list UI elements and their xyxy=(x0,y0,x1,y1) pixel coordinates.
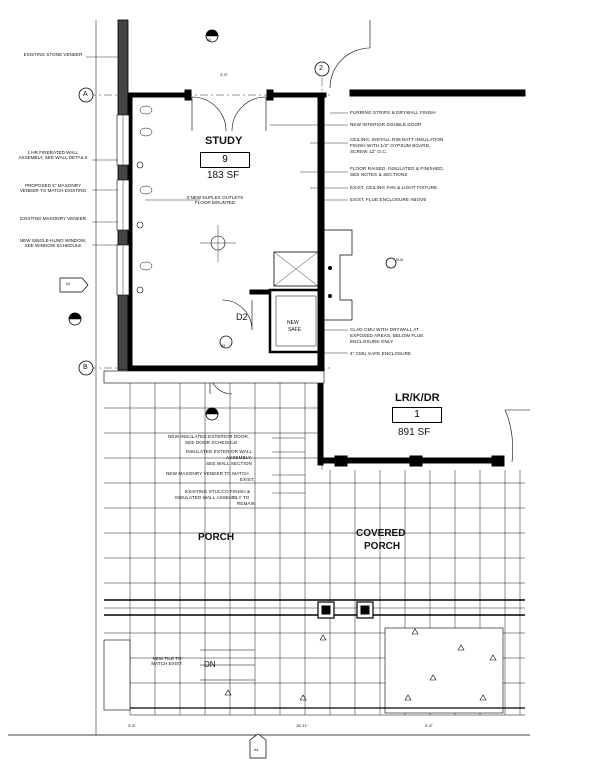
dim-1: 3'-6" xyxy=(128,723,136,728)
note-firerated: 1 HR FIRERATED WALL ASSEMBLY, SEE WALL D… xyxy=(18,150,88,161)
note-porch-wall-2: ASSEMBLY, xyxy=(226,455,253,460)
note-masonry-proposed: PROPOSED 5" MASONRY VENEER TO MATCH EXIS… xyxy=(19,183,87,194)
note-safe-1: CLAD CMU WITH DRYWALL AT xyxy=(350,327,420,332)
note-masonry-new-2: EXIST. xyxy=(240,477,255,482)
note-stucco-1: EXISTING STUCCO FINISH & xyxy=(185,489,251,494)
grid-label-b: B xyxy=(83,364,88,371)
east-arc xyxy=(504,409,514,463)
space-porch: PORCH xyxy=(198,532,235,543)
note-porch-wall-3: SEE WALL SECTION xyxy=(206,461,252,466)
safe-label-2: SAFE xyxy=(288,327,302,333)
note-ceiling-1: CEILING, INSTALL R38 BATT INSULATION xyxy=(350,137,444,142)
section-tag-left: A4 xyxy=(66,282,71,286)
note-masonry-existing: EXISTING MASONRY VENEER xyxy=(20,216,86,221)
concrete-pad xyxy=(384,627,504,714)
note-stucco-2: INSULATED WALL ASSEMBLY TO xyxy=(175,495,250,500)
grid-label-a: A xyxy=(83,91,88,98)
concrete-stipple xyxy=(224,628,497,701)
section-marker-mid xyxy=(219,335,233,349)
exterior-wall-north-east xyxy=(349,89,526,97)
outlet-3 xyxy=(136,286,144,294)
closet-door-swing xyxy=(221,299,253,331)
north-door-swing xyxy=(329,47,371,89)
room-name-lrkdr: LR/K/DR xyxy=(395,392,440,404)
space-covered-1: COVERED xyxy=(356,528,406,539)
safe-label-1: NEW xyxy=(287,320,299,326)
section-arrow-left xyxy=(59,277,89,293)
safe-enclosure xyxy=(268,288,324,354)
section-marker-right xyxy=(385,257,397,269)
grid-bubble-2 xyxy=(314,61,330,77)
lr-west-wall xyxy=(317,369,324,466)
flue-enclosure xyxy=(273,251,319,287)
note-ceiling-fan: EXIST. CEILING FAN & LIGHT FIXTURE xyxy=(350,185,438,190)
note-ceiling-3: SCREW 12" O.C. xyxy=(350,149,388,154)
dim-2: 15'-11" xyxy=(296,723,309,728)
section-tag-bottom: A4 xyxy=(254,748,259,752)
outlet-2 xyxy=(136,221,144,229)
section-tag-top: A4 xyxy=(207,38,212,42)
note-outlets: 3 NEW DUPLEX OUTLETS FLOOR MOUNTED xyxy=(186,195,244,206)
porch-wall-assembly xyxy=(103,370,325,384)
space-covered-2: PORCH xyxy=(364,541,401,552)
note-flue: EXIST. FLUE ENCLOSURE ABOVE xyxy=(350,197,427,202)
section-tag-mid: A5 xyxy=(221,344,226,348)
note-leaders xyxy=(86,56,348,494)
note-floor-2: SEE NOTES & SECTIONS xyxy=(350,172,408,177)
room-name-study: STUDY xyxy=(205,135,243,147)
grid-bubble-a xyxy=(78,87,94,103)
note-interior-door: NEW INTERIOR DOUBLE DOOR xyxy=(350,122,422,127)
room-number-study: 9 xyxy=(200,152,250,168)
stair-dn-label: DN xyxy=(204,660,216,669)
study-north-wall-left xyxy=(127,92,189,98)
grid-label-2: 2 xyxy=(319,65,323,72)
note-porch-door-2: SEE DOOR SCHEDULE xyxy=(185,440,238,445)
room-area-lrkdr: 891 SF xyxy=(398,427,431,438)
note-window: NEW SINGLE-HUNG WINDOW, SEE WINDOW SCHED… xyxy=(19,238,87,249)
study-south-wall xyxy=(127,365,325,372)
note-masonry-new-1: NEW MASONRY VENEER TO MATCH xyxy=(166,471,249,476)
room-area-study: 183 SF xyxy=(207,170,240,181)
outlet-1 xyxy=(136,161,144,169)
note-floor-1: FLOOR RAISED, INSULATED & FINISHED, xyxy=(350,166,445,171)
dim-door: 3'-6" xyxy=(220,72,228,77)
door-tag-d2: D2 xyxy=(236,312,248,322)
section-tag-right: SLM xyxy=(396,258,404,262)
note-safe-4: 4" CMU SAFE ENCLOSURE xyxy=(350,351,412,356)
note-safe-3: ENCLOSURE ONLY xyxy=(350,339,394,344)
double-door-right xyxy=(231,96,267,132)
note-safe-2: EXPOSED AREAS, BELOW FLUE xyxy=(350,333,424,338)
note-stucco-3: REMAIN xyxy=(237,501,256,506)
section-arrow-bottom xyxy=(249,733,267,759)
double-door-left xyxy=(191,96,227,132)
note-stone-veneer: EXISTING STONE VENEER xyxy=(23,52,83,57)
room-number-lrkdr: 1 xyxy=(392,407,442,423)
note-porch-door-1: NEW INSULATED EXTERIOR DOOR, xyxy=(168,434,250,439)
porch-tile-grid xyxy=(104,383,525,715)
note-porch-wall-1: INSULATED EXTERIOR WALL xyxy=(186,449,253,454)
fireplace-bumpout xyxy=(324,229,353,321)
grid-bubble-b xyxy=(78,360,94,376)
note-tile: NEW TILE TO MATCH EXIST. xyxy=(151,656,183,667)
dim-3: 5'-5" xyxy=(425,723,433,728)
note-ceiling-2: FINISH WITH 1/2" GYPSUM BOARD, xyxy=(350,143,431,148)
note-furring: FURRING STRIPS & DRYWALL FINISH xyxy=(350,110,436,115)
